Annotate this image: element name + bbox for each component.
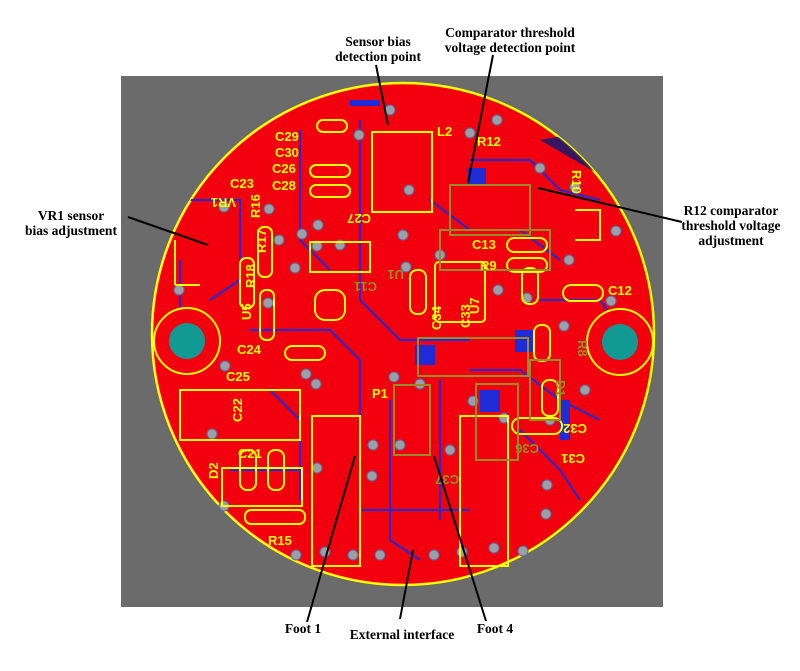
label-c21: C21	[238, 446, 262, 461]
mounting-hole-left	[153, 307, 221, 375]
callout-foot4: Foot 4	[476, 621, 514, 636]
leader-r12	[537, 187, 683, 223]
label-c34: C34	[429, 305, 444, 330]
label-vr1: VR1	[211, 195, 236, 210]
label-d1: D1	[553, 380, 568, 397]
label-c28: C28	[272, 178, 296, 193]
leader-foot1	[306, 455, 356, 623]
label-c26: C26	[272, 161, 296, 176]
leader-vr1	[127, 216, 209, 246]
callout-sensor-bias: Sensor bias detection point	[335, 34, 421, 64]
leader-sensor-bias	[375, 64, 389, 126]
callout-r12: R12 comparator threshold voltage adjustm…	[681, 203, 781, 248]
mounting-hole-right	[586, 308, 654, 376]
label-r8: R8	[575, 340, 590, 357]
label-c33: C33	[458, 304, 473, 328]
component-bodies	[393, 184, 561, 461]
label-c23: C23	[230, 176, 254, 191]
label-r18: R18	[243, 264, 258, 288]
label-c36: C36	[515, 441, 539, 456]
label-c29: C29	[275, 129, 299, 144]
label-c24: C24	[237, 342, 262, 357]
label-r16: R16	[248, 194, 263, 218]
label-r10: R10	[569, 170, 584, 194]
silkscreen-outlines	[174, 119, 604, 567]
label-l2: L2	[437, 124, 452, 139]
leader-foot4	[433, 455, 487, 622]
leader-lines	[127, 54, 683, 623]
label-u7: U7	[467, 297, 482, 314]
leader-comparator-threshold	[467, 54, 494, 184]
leader-external-interface	[399, 549, 414, 620]
pcb-disc	[150, 81, 656, 587]
callout-foot1: Foot 1	[284, 621, 322, 636]
label-c30: C30	[275, 145, 299, 160]
label-u1: U1	[387, 267, 404, 282]
callout-comparator-threshold: Comparator threshold voltage detection p…	[444, 25, 576, 55]
label-r12: R12	[477, 134, 501, 149]
label-u5: U5	[239, 303, 254, 320]
label-d2: D2	[206, 462, 221, 479]
label-c13: C13	[472, 237, 496, 252]
label-c11: C11	[354, 279, 377, 294]
callout-vr1: VR1 sensor bias adjustment	[25, 208, 117, 238]
callout-external-interface: External interface	[349, 627, 455, 642]
label-c32: C32	[563, 421, 587, 436]
label-c31: C31	[561, 451, 585, 466]
label-c25: C25	[226, 369, 250, 384]
label-c12: C12	[608, 283, 632, 298]
label-p1: P1	[372, 386, 388, 401]
label-c22: C22	[230, 398, 245, 422]
label-r15: R15	[268, 533, 292, 548]
label-r9: R9	[480, 258, 497, 273]
label-c27: C27	[347, 211, 371, 226]
label-r17: R17	[254, 229, 269, 253]
